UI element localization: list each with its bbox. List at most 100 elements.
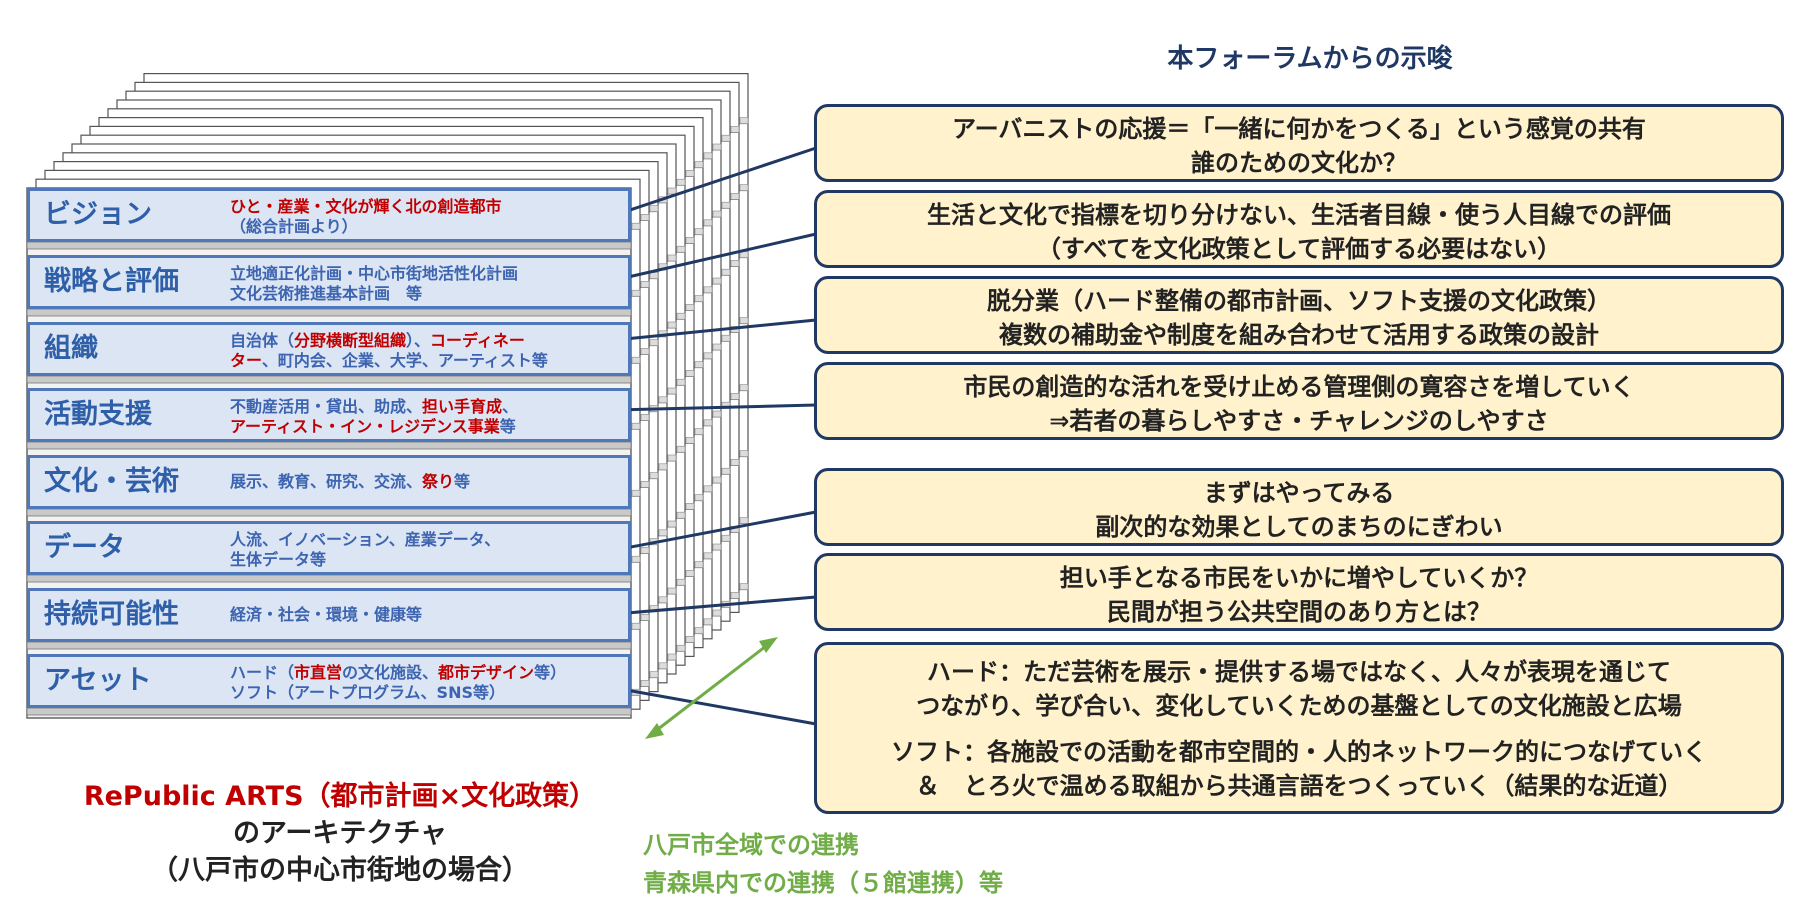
stack-sheet-tab: [640, 614, 650, 621]
suggestion-bubble-3: 脱分業（ハード整備の都市計画、ソフト支援の文化政策） 複数の補助金や制度を組み合わ…: [814, 276, 1784, 354]
stack-sheet-tab: [640, 414, 650, 421]
bubble-line: 脱分業（ハード整備の都市計画、ソフト支援の文化政策）: [987, 287, 1611, 315]
cooperation-line-2: 青森県内での連携（５館連携）等: [643, 869, 1003, 897]
stack-sheet-tab: [694, 561, 704, 568]
stack-sheet-tab: [667, 321, 677, 329]
stack-sheet-tab: [721, 201, 731, 209]
layer-description-line: 立地適正化計画・中心市街地活性化計画: [230, 264, 518, 284]
layer-5: 文化・芸術 展示、教育、研究、交流、祭り等: [27, 455, 631, 509]
stack-sheet-tab: [631, 356, 641, 364]
stack-sheet-tab: [712, 609, 722, 617]
front-sheet-separator: [26, 574, 632, 583]
layer-title: 文化・芸術: [44, 466, 179, 497]
layer-description-line: 自治体（分野横断型組織）、コーディネー: [230, 331, 548, 351]
front-sheet-separator: [26, 508, 632, 517]
layer-description-line: ハード（市直営の文化施設、都市デザイン等）: [230, 663, 566, 683]
suggestion-bubble-4: 市民の創造的な活れを受け止める管理側の寛容さを増していく⇒若者の暮らしやすさ・チ…: [814, 362, 1784, 440]
stack-sheet-tab: [721, 467, 731, 475]
stack-sheet-tab: [739, 184, 749, 191]
stack-sheet-tab: [676, 511, 686, 519]
layer-title: アセット: [44, 665, 152, 696]
stack-sheet-tab: [739, 583, 749, 590]
stack-sheet-tab: [730, 126, 740, 133]
caption-line-2: のアーキテクチャ: [232, 818, 448, 849]
stack-sheet-tab: [721, 268, 731, 276]
stack-sheet-tab: [649, 272, 659, 279]
stack-sheet-tab: [640, 214, 650, 221]
stack-sheet-tab: [685, 237, 695, 244]
layer-description-line: 不動産活用・貸出、助成、担い手育成、: [230, 397, 518, 417]
layer-title: 持続可能性: [44, 599, 179, 630]
stack-sheet-tab: [667, 254, 677, 262]
description-text: 経済・社会・環境・健康等: [230, 605, 423, 624]
stack-sheet-tab: [730, 193, 740, 200]
stack-sheet-tab: [739, 117, 749, 124]
layer-description-line: ひと・産業・文化が輝く北の創造都市: [230, 197, 502, 217]
description-text: （総合計画より）: [230, 217, 358, 236]
layer-title: 活動支援: [44, 399, 152, 430]
stack-sheet-tab: [667, 587, 677, 595]
highlighted-text: 担い手育成: [422, 397, 503, 416]
stack-sheet-tab: [730, 393, 740, 400]
stack-sheet-tab: [685, 170, 695, 177]
stack-sheet-tab: [649, 472, 659, 479]
highlighted-text: アーティスト・イン・レジデンス事業: [230, 417, 500, 436]
layer-title: ビジョン: [44, 199, 152, 230]
bubble-line: まずはやってみる: [1203, 479, 1395, 507]
connector-line: [614, 510, 817, 552]
description-text: 等）: [534, 663, 567, 682]
highlighted-text: 祭り: [422, 472, 455, 491]
stack-sheet-tab: [721, 534, 731, 542]
suggestion-bubble-2: 生活と文化で指標を切り分けない、生活者目線・使う人目線での評価（すべてを文化政策…: [814, 190, 1784, 268]
stack-sheet-tab: [703, 286, 713, 294]
front-sheet-separator: [26, 707, 632, 716]
stack-sheet-tab: [676, 178, 686, 186]
stack-sheet-tab: [730, 260, 740, 267]
connector-line: [614, 232, 817, 282]
description-text: の文化施設、: [342, 663, 439, 682]
layer-description-line: 人流、イノベーション、産業データ、: [230, 530, 500, 550]
stack-sheet-tab: [685, 304, 695, 311]
stack-sheet-tab: [694, 627, 704, 634]
layer-title: 組織: [44, 333, 98, 364]
layer-description: ハード（市直営の文化施設、都市デザイン等）ソフト（アートプログラム、SNS等）: [230, 663, 566, 703]
layer-description-line: アーティスト・イン・レジデンス事業等: [230, 417, 518, 437]
front-sheet-separator: [26, 441, 632, 450]
bubble-line: 副次的な効果としてのまちのにぎわい: [1095, 513, 1503, 541]
stack-sheet-tab: [667, 387, 677, 395]
bubble-line: アーバニストの応援＝「一緒に何かをつくる」という感覚の共有: [952, 115, 1646, 143]
cooperation-line-1: 八戸市全域での連携: [643, 831, 859, 859]
stack-sheet-tab: [739, 384, 749, 391]
stack-sheet-tab: [658, 529, 668, 537]
stack-sheet-tab: [703, 618, 713, 626]
description-text: ソフト（アートプログラム、SNS等）: [230, 683, 505, 702]
cooperation-arrow: [652, 641, 771, 735]
front-sheet-separator: [26, 375, 632, 384]
connector-line: [614, 595, 817, 616]
stack-sheet-tab: [730, 592, 740, 599]
cooperation-arrowhead-end: [759, 637, 778, 653]
front-sheet-separator: [26, 308, 632, 317]
cooperation-arrowhead-start: [645, 723, 664, 739]
caption-line-3: （八戸市の中心市街地の場合）: [151, 855, 529, 886]
caption-line-1: RePublic ARTS（都市計画×文化政策）: [83, 781, 597, 812]
stack-sheet-tab: [676, 245, 686, 253]
bubble-line: 複数の補助金や制度を組み合わせて活用する政策の設計: [999, 321, 1599, 349]
description-text: 立地適正化計画・中心市街地活性化計画: [230, 264, 519, 283]
layer-7: 持続可能性 経済・社会・環境・健康等: [27, 588, 631, 642]
stack-sheet-tab: [667, 520, 677, 528]
forum-suggestions-title: 本フォーラムからの示唆: [1167, 44, 1453, 74]
stack-sheet-tab: [694, 161, 704, 168]
stack-sheet-tab: [640, 481, 650, 488]
stack-sheet-tab: [694, 228, 704, 235]
stack-sheet-tab: [685, 503, 695, 510]
layer-title: 戦略と評価: [44, 266, 179, 297]
layer-description: 展示、教育、研究、交流、祭り等: [230, 472, 470, 492]
stack-sheet-tab: [685, 570, 695, 577]
stack-sheet-tab: [640, 281, 650, 288]
stack-sheet-tab: [712, 476, 722, 484]
stack-sheet-tab: [631, 489, 641, 497]
description-text: 不動産活用・貸出、助成、: [230, 397, 423, 416]
connector-line: [614, 686, 817, 726]
stack-sheet-tab: [685, 437, 695, 444]
